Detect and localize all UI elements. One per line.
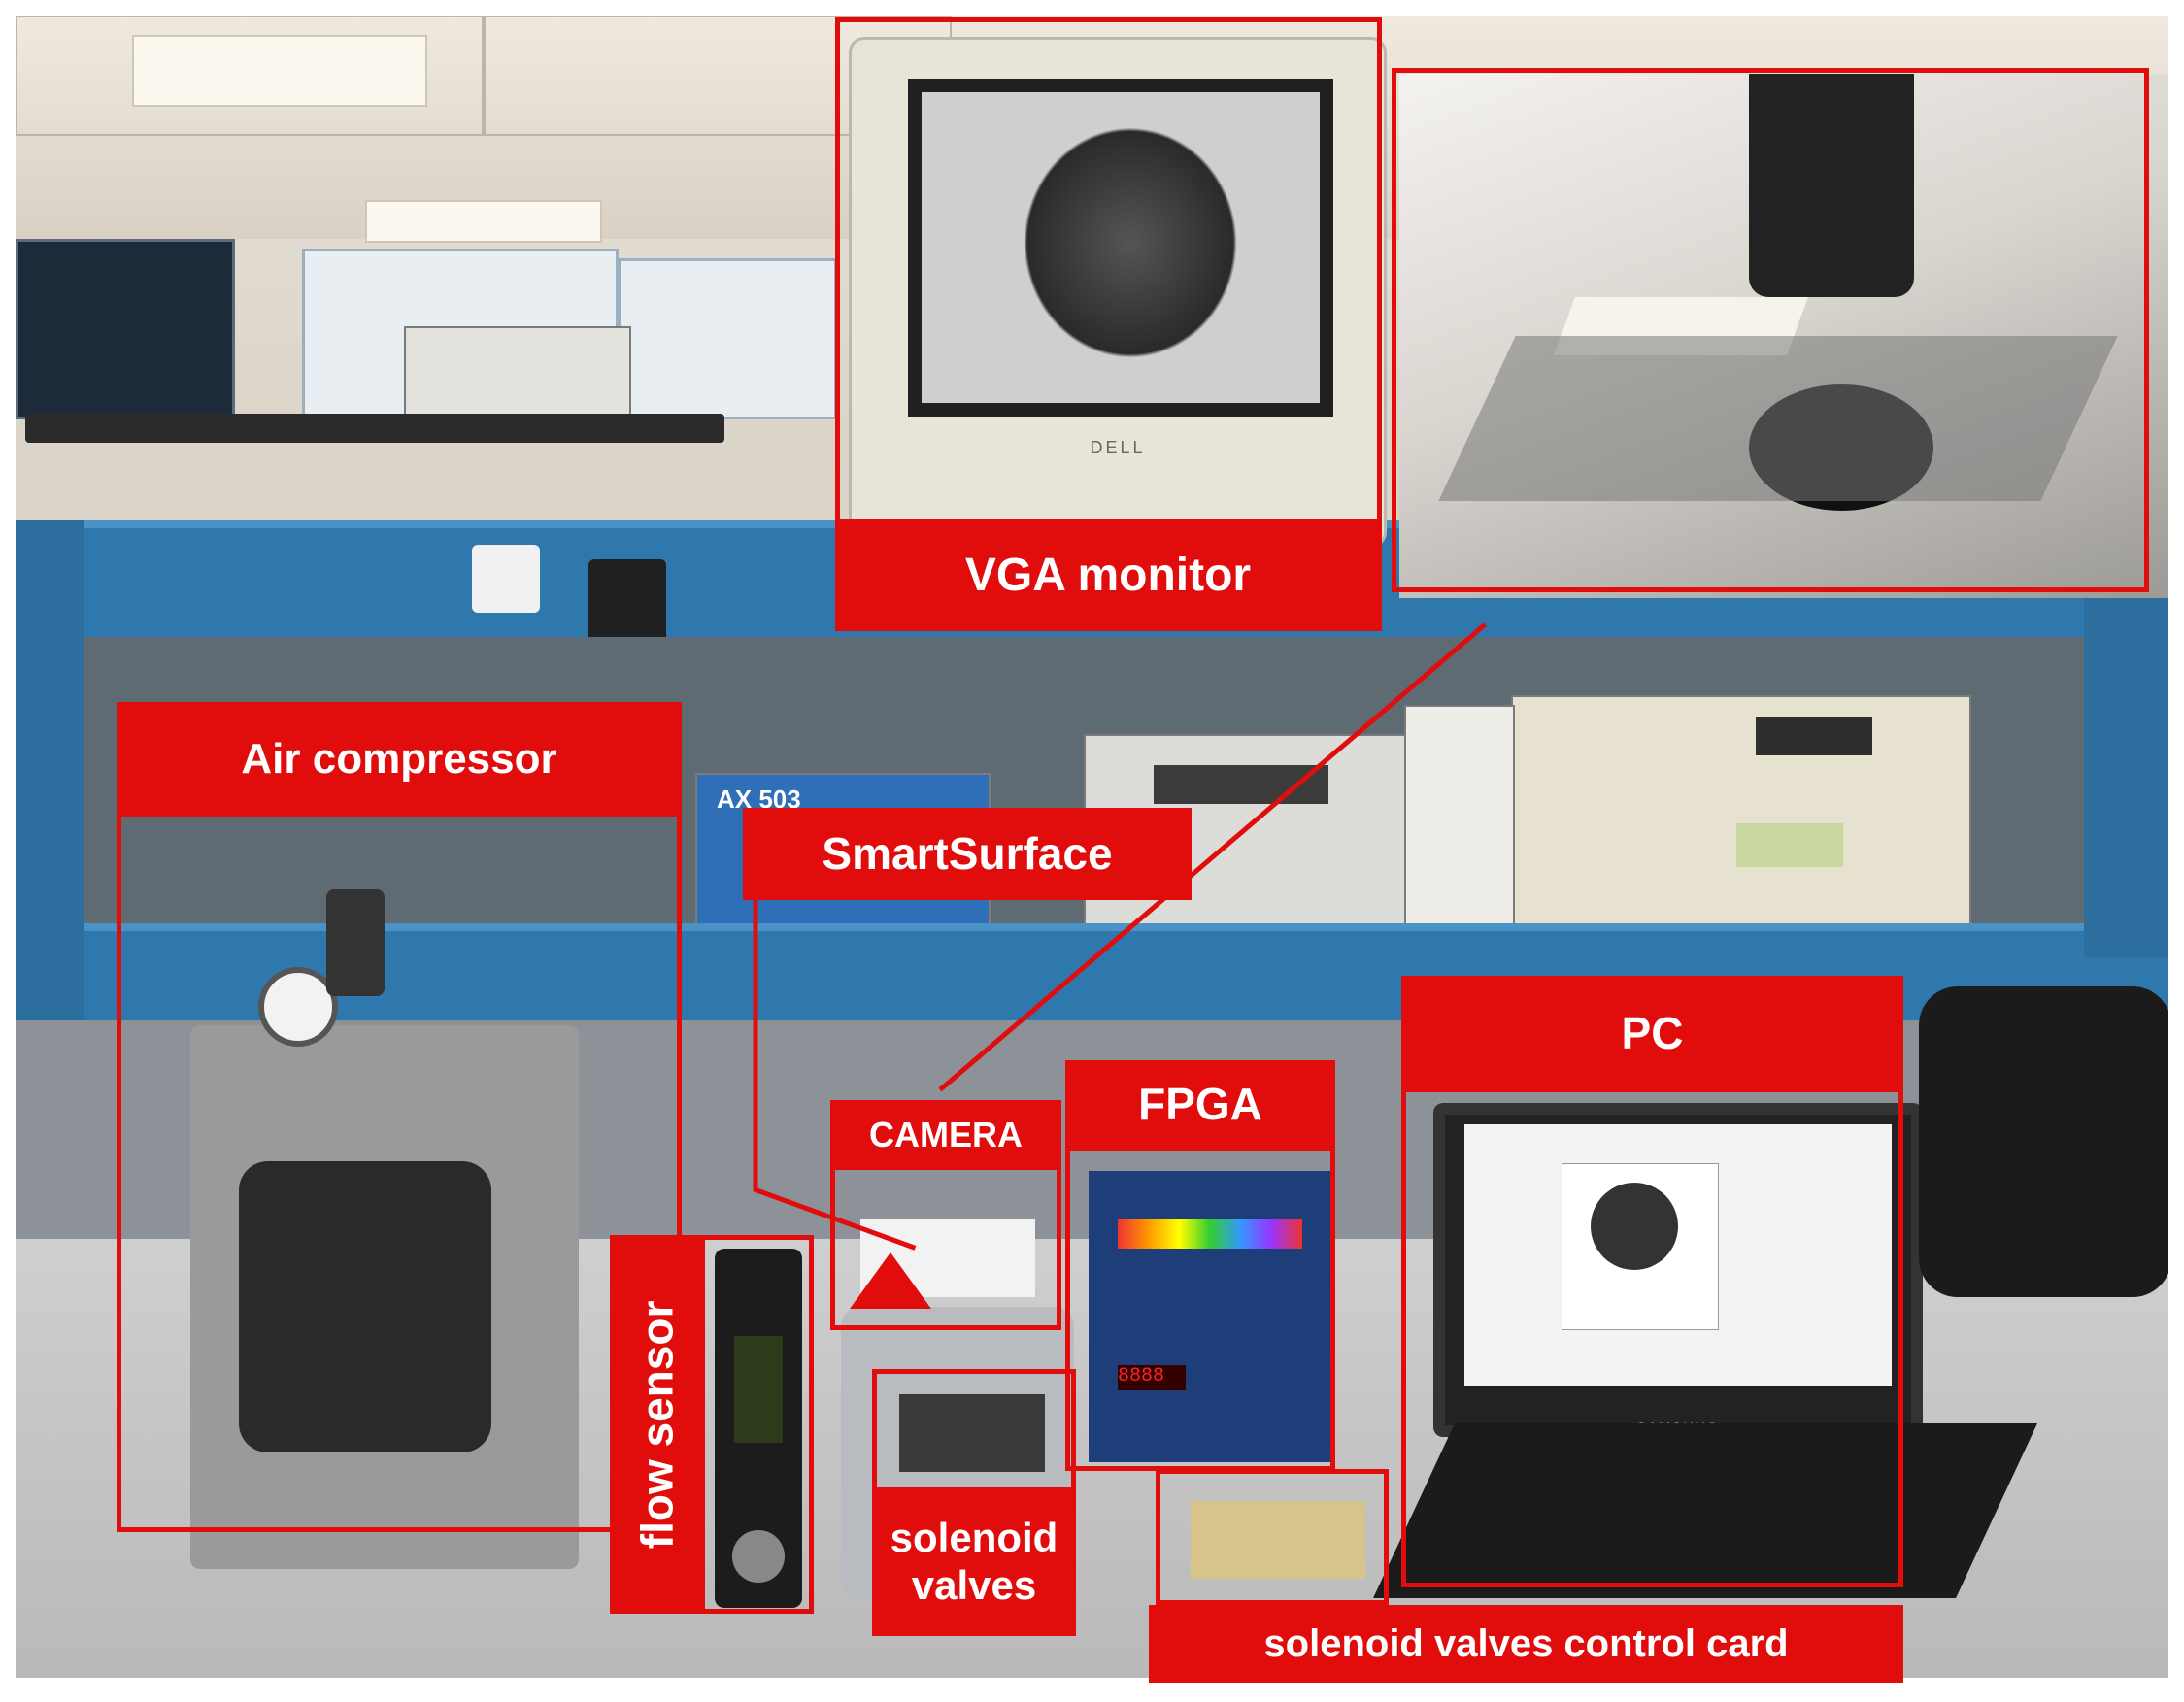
fpga-box	[1065, 1146, 1335, 1471]
vga-monitor-label: VGA monitor	[837, 519, 1379, 631]
fpga-board: 8888	[1089, 1171, 1331, 1462]
flow-sensor-label: flow sensor	[631, 1300, 683, 1549]
monitor-screen	[908, 79, 1333, 417]
laptop-app-window	[1464, 1124, 1892, 1386]
pc-box	[1401, 1087, 1903, 1587]
valve-block	[899, 1394, 1045, 1472]
camera-label: CAMERA	[830, 1100, 1061, 1170]
solenoid-valves-label: solenoid valves	[872, 1487, 1076, 1636]
compressor-motor	[239, 1161, 491, 1452]
laptop-screen: SAMSUNG	[1433, 1103, 1923, 1437]
smartsurface-label: SmartSurface	[743, 808, 1192, 900]
ceiling-light	[132, 35, 427, 107]
pc-label: PC	[1401, 976, 1903, 1090]
ceiling-light	[365, 200, 602, 243]
poster	[16, 239, 235, 419]
bag	[1919, 986, 2168, 1297]
air-compressor-box	[117, 702, 682, 1532]
air-compressor-label: Air compressor	[118, 702, 680, 817]
regulator	[326, 889, 385, 996]
control-card-box	[1156, 1469, 1389, 1605]
inset-box	[1392, 68, 2149, 592]
flow-sensor-label-box: flow sensor	[610, 1235, 705, 1614]
camera-inset-photo	[1399, 74, 2168, 598]
pressure-gauge-icon	[258, 967, 338, 1047]
pc-tower	[1404, 705, 1515, 932]
poster	[618, 258, 837, 419]
power-socket	[472, 545, 540, 613]
smartsurface-arrow-icon	[850, 1252, 931, 1309]
fpga-label: FPGA	[1065, 1060, 1335, 1148]
smartsurface-line	[753, 895, 758, 1192]
camera-box	[830, 1100, 1061, 1330]
flow-meter	[715, 1249, 802, 1608]
control-card-label: solenoid valves control card	[1149, 1605, 1903, 1683]
monitor-brand: DELL	[1090, 438, 1146, 457]
camera-lens-top	[1749, 74, 1914, 297]
optical-rail	[25, 414, 724, 443]
function-generator	[1511, 695, 1971, 932]
vga-monitor: DELL	[849, 37, 1387, 548]
control-card	[1191, 1501, 1365, 1579]
